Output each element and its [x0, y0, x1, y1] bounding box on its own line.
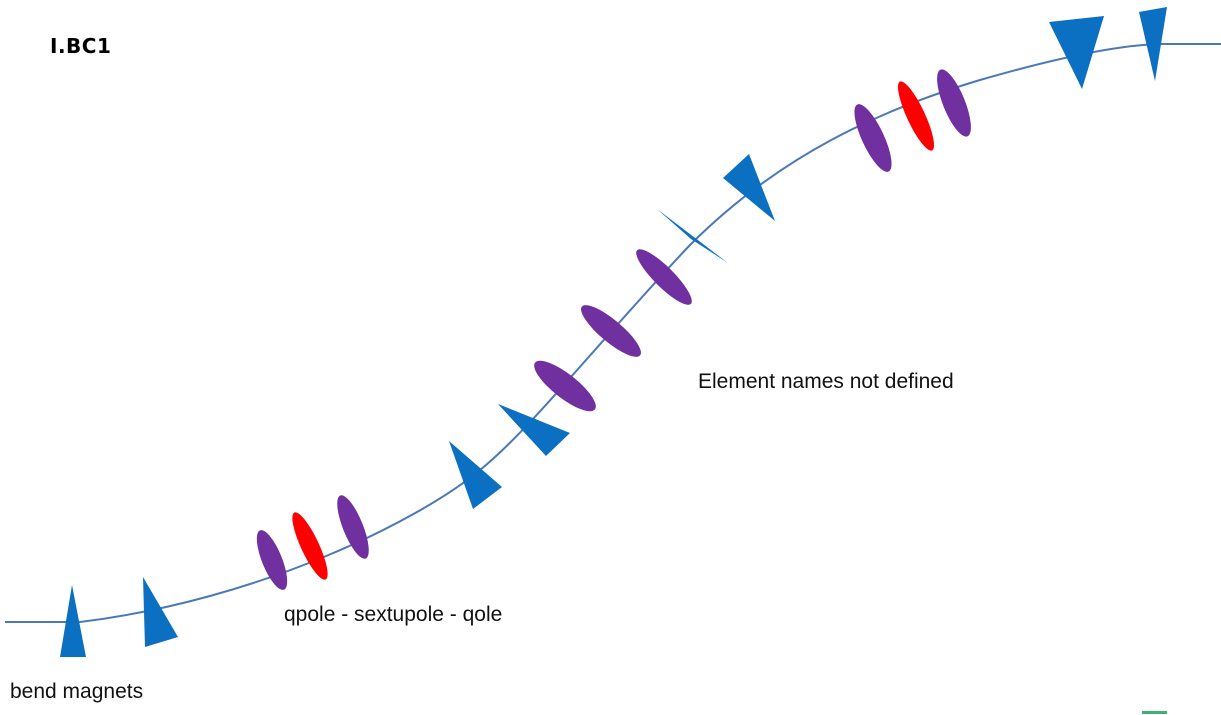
bend-magnets-label: bend magnets	[10, 680, 144, 703]
quadrupole-10	[636, 249, 692, 305]
quadrupole-15	[937, 69, 971, 137]
bend-magnet-17	[1139, 7, 1167, 81]
bend-magnet-2	[143, 577, 178, 647]
page-title: I.BC1	[50, 34, 112, 58]
quadrupole-13	[854, 104, 892, 172]
bend-magnet-1	[60, 585, 86, 657]
bend-magnet-7	[498, 404, 570, 456]
quadrupole-3	[256, 530, 288, 590]
quadrupole-9	[581, 305, 641, 357]
bend-magnet-6	[449, 441, 502, 509]
bend-magnet-12	[723, 154, 775, 221]
corner-mark	[1142, 711, 1167, 714]
element-names-note: Element names not defined	[698, 370, 954, 393]
quadrupole-5	[337, 495, 369, 559]
bend-magnet-11	[657, 209, 728, 263]
bend-magnet-16	[1049, 16, 1104, 89]
quadrupole-8	[534, 360, 596, 412]
sextupole-4	[292, 512, 328, 580]
sextupole-14	[897, 81, 935, 151]
qpole-group-label: qpole - sextupole - qole	[284, 603, 503, 626]
